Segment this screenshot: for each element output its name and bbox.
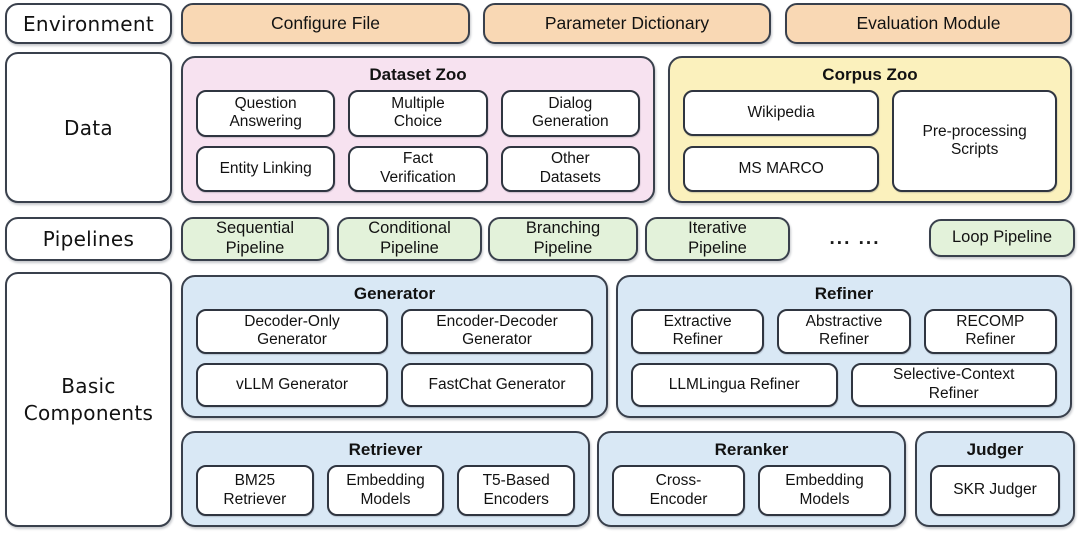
row-label-environment-text: Environment <box>22 11 154 36</box>
refiner-chip-text: RECOMP Refiner <box>956 312 1025 349</box>
corpus-chip-text: MS MARCO <box>738 159 824 177</box>
dataset-chip-text: Dialog Generation <box>531 94 609 131</box>
reranker-chip-text: Embedding Models <box>785 472 864 508</box>
corpus-zoo-left-column: Wikipedia MS MARCO <box>683 90 880 192</box>
generator-chip-encoder-decoder: Encoder-Decoder Generator <box>401 309 593 354</box>
pipeline-box-loop: Loop Pipeline <box>929 219 1075 257</box>
pipeline-label: Iterative Pipeline <box>688 219 747 257</box>
retriever-title: Retriever <box>348 440 423 459</box>
refiner-chip-text: Extractive Refiner <box>663 312 732 349</box>
refiner-chip-llmlingua: LLMLingua Refiner <box>631 362 838 407</box>
judger-row: SKR Judger <box>930 465 1060 516</box>
judger-title: Judger <box>966 440 1024 459</box>
corpus-chip-wikipedia: Wikipedia <box>683 90 880 136</box>
judger-panel: Judger SKR Judger <box>915 431 1075 527</box>
parameter-dictionary-label: Parameter Dictionary <box>544 13 710 33</box>
env-box-configure-file: Configure File <box>181 3 470 44</box>
dataset-chip-text: Fact Verification <box>380 150 456 186</box>
dataset-zoo-panel: Dataset Zoo Question Answering Multiple … <box>181 56 655 203</box>
row-label-data-text: Data <box>64 115 113 140</box>
pipelines-ellipsis: ... ... <box>810 221 900 257</box>
configure-file-label: Configure File <box>271 13 380 33</box>
generator-row-2: vLLM Generator FastChat Generator <box>196 362 593 407</box>
refiner-title: Refiner <box>814 284 874 303</box>
row-label-basic-components-text: Basic Components <box>23 373 154 425</box>
refiner-chip-text: LLMLingua Refiner <box>668 375 800 393</box>
evaluation-module-label: Evaluation Module <box>856 13 1001 33</box>
refiner-chip-selective-context: Selective-Context Refiner <box>850 362 1057 407</box>
dataset-chip-text: Multiple Choice <box>391 94 445 131</box>
generator-title: Generator <box>353 284 436 303</box>
retriever-chip-bm25: BM25 Retriever <box>196 465 314 516</box>
refiner-chip-text: Abstractive Refiner <box>805 312 883 349</box>
refiner-panel: Refiner Extractive Refiner Abstractive R… <box>616 275 1072 418</box>
corpus-chip-text: Pre-processing Scripts <box>922 122 1027 158</box>
pipeline-label: Sequential Pipeline <box>216 219 294 257</box>
dataset-zoo-title: Dataset Zoo <box>369 65 467 84</box>
corpus-zoo-title: Corpus Zoo <box>822 65 918 84</box>
refiner-row-1: Extractive Refiner Abstractive Refiner R… <box>631 309 1057 354</box>
corpus-chip-ms-marco: MS MARCO <box>683 146 880 192</box>
reranker-panel: Reranker Cross- Encoder Embedding Models <box>597 431 906 527</box>
dataset-zoo-row-2: Entity Linking Fact Verification Other D… <box>196 145 640 192</box>
retriever-chip-text: Embedding Models <box>346 472 425 508</box>
refiner-chip-text: Selective-Context Refiner <box>893 366 1015 402</box>
generator-chip-text: FastChat Generator <box>428 375 566 393</box>
generator-chip-text: Encoder-Decoder Generator <box>436 312 558 349</box>
pipeline-box-sequential: Sequential Pipeline <box>181 217 329 261</box>
row-label-basic-components: Basic Components <box>5 272 172 527</box>
pipeline-box-iterative: Iterative Pipeline <box>645 217 790 261</box>
env-box-evaluation-module: Evaluation Module <box>785 3 1072 44</box>
pipeline-label: Conditional Pipeline <box>368 219 451 257</box>
generator-chip-text: vLLM Generator <box>236 375 348 393</box>
generator-chip-vllm: vLLM Generator <box>196 362 388 407</box>
row-label-data: Data <box>5 52 172 203</box>
retriever-row: BM25 Retriever Embedding Models T5-Based… <box>196 465 576 516</box>
corpus-chip-preprocessing-scripts: Pre-processing Scripts <box>892 90 1057 192</box>
dataset-chip-text: Entity Linking <box>219 159 312 177</box>
dataset-chip-multiple-choice: Multiple Choice <box>348 90 488 137</box>
refiner-row-2: LLMLingua Refiner Selective-Context Refi… <box>631 362 1057 407</box>
retriever-chip-text: BM25 Retriever <box>223 472 287 508</box>
judger-chip-skr: SKR Judger <box>930 465 1060 516</box>
judger-chip-text: SKR Judger <box>953 481 1037 499</box>
corpus-zoo-panel: Corpus Zoo Wikipedia MS MARCO Pre-proces… <box>668 56 1072 203</box>
dataset-chip-dialog-generation: Dialog Generation <box>500 90 640 137</box>
dataset-chip-other-datasets: Other Datasets <box>500 145 640 192</box>
dataset-chip-text: Question Answering <box>229 94 302 131</box>
generator-chip-text: Decoder-Only Generator <box>244 312 340 349</box>
reranker-chip-embedding-models: Embedding Models <box>758 465 891 516</box>
retriever-chip-t5-encoders: T5-Based Encoders <box>457 465 576 516</box>
refiner-chip-abstractive: Abstractive Refiner <box>777 309 911 354</box>
retriever-panel: Retriever BM25 Retriever Embedding Model… <box>181 431 590 527</box>
dataset-chip-text: Other Datasets <box>539 150 601 186</box>
reranker-row: Cross- Encoder Embedding Models <box>612 465 891 516</box>
retriever-chip-embedding-models: Embedding Models <box>326 465 445 516</box>
pipeline-label: Loop Pipeline <box>952 228 1052 247</box>
corpus-chip-text: Wikipedia <box>747 103 815 121</box>
reranker-title: Reranker <box>714 440 789 459</box>
generator-chip-decoder-only: Decoder-Only Generator <box>196 309 388 354</box>
row-label-environment: Environment <box>5 3 172 44</box>
pipelines-ellipsis-text: ... ... <box>829 228 881 249</box>
corpus-zoo-body: Wikipedia MS MARCO Pre-processing Script… <box>683 90 1057 192</box>
row-label-pipelines-text: Pipelines <box>42 227 135 251</box>
reranker-chip-text: Cross- Encoder <box>649 472 708 508</box>
retriever-chip-text: T5-Based Encoders <box>482 472 550 508</box>
refiner-chip-extractive: Extractive Refiner <box>631 309 765 354</box>
dataset-chip-question-answering: Question Answering <box>196 90 336 137</box>
dataset-chip-entity-linking: Entity Linking <box>196 145 336 192</box>
pipeline-box-branching: Branching Pipeline <box>488 217 638 261</box>
dataset-zoo-row-1: Question Answering Multiple Choice Dialo… <box>196 90 640 137</box>
generator-chip-fastchat: FastChat Generator <box>401 362 593 407</box>
refiner-chip-recomp: RECOMP Refiner <box>923 309 1057 354</box>
env-box-parameter-dictionary: Parameter Dictionary <box>483 3 771 44</box>
dataset-chip-fact-verification: Fact Verification <box>348 145 488 192</box>
row-label-pipelines: Pipelines <box>5 217 172 261</box>
reranker-chip-cross-encoder: Cross- Encoder <box>612 465 745 516</box>
generator-row-1: Decoder-Only Generator Encoder-Decoder G… <box>196 309 593 354</box>
pipeline-box-conditional: Conditional Pipeline <box>337 217 482 261</box>
pipeline-label: Branching Pipeline <box>525 219 601 257</box>
generator-panel: Generator Decoder-Only Generator Encoder… <box>181 275 608 418</box>
